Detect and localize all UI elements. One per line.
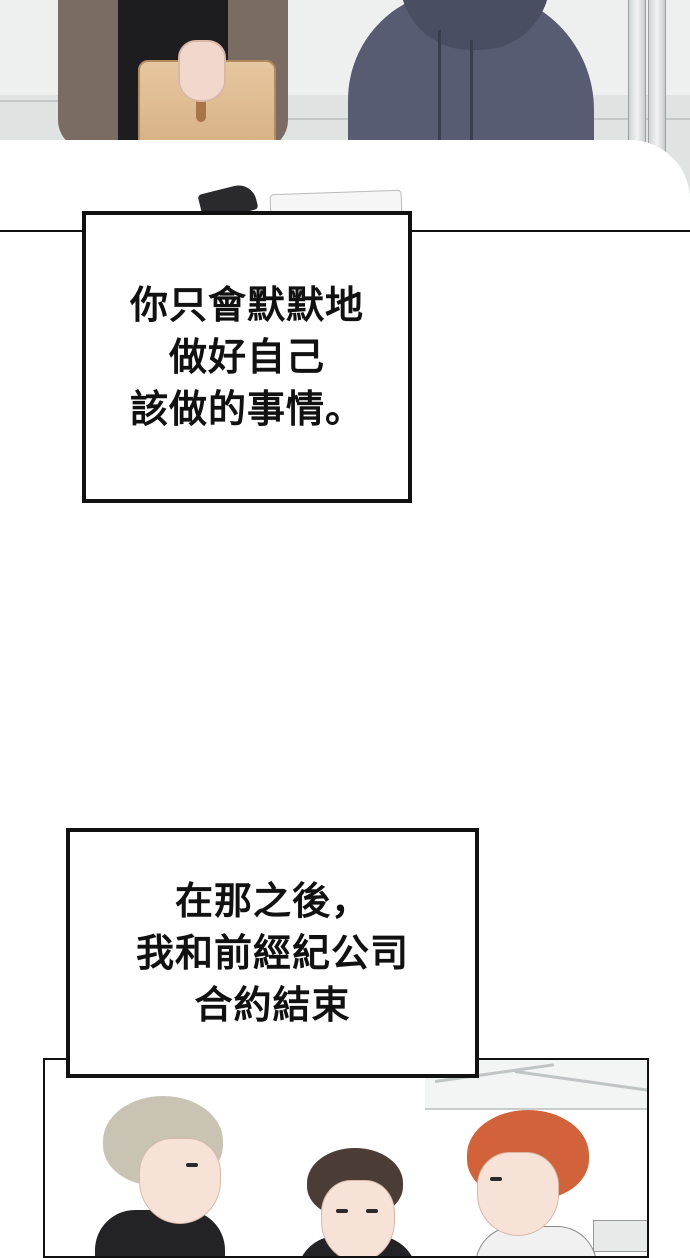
floor-line [0, 100, 60, 102]
caption-line: 做好自己 [168, 334, 325, 379]
eye [336, 1209, 348, 1213]
caption-line: 該做的事情。 [129, 386, 364, 431]
bottom-panel-scene [43, 1058, 649, 1258]
top-panel-scene [0, 0, 690, 232]
eye [490, 1177, 502, 1181]
eye [186, 1163, 198, 1167]
hand [178, 40, 226, 102]
caption-line: 合約結束 [194, 982, 351, 1027]
caption-box-2: 在那之後， 我和前經紀公司 合約結束 [66, 828, 479, 1078]
caption-line: 在那之後， [174, 878, 370, 923]
face [139, 1138, 221, 1224]
board-hole [196, 92, 206, 122]
eye [366, 1209, 378, 1213]
hoodie-string [438, 30, 441, 150]
cabinet [593, 1220, 647, 1252]
caption-line: 我和前經紀公司 [135, 930, 409, 975]
caption-box-1: 你只會默默地 做好自己 該做的事情。 [82, 211, 412, 503]
face [477, 1152, 559, 1236]
face [321, 1180, 395, 1256]
hoodie-string [470, 40, 473, 150]
caption-line: 你只會默默地 [129, 282, 364, 327]
